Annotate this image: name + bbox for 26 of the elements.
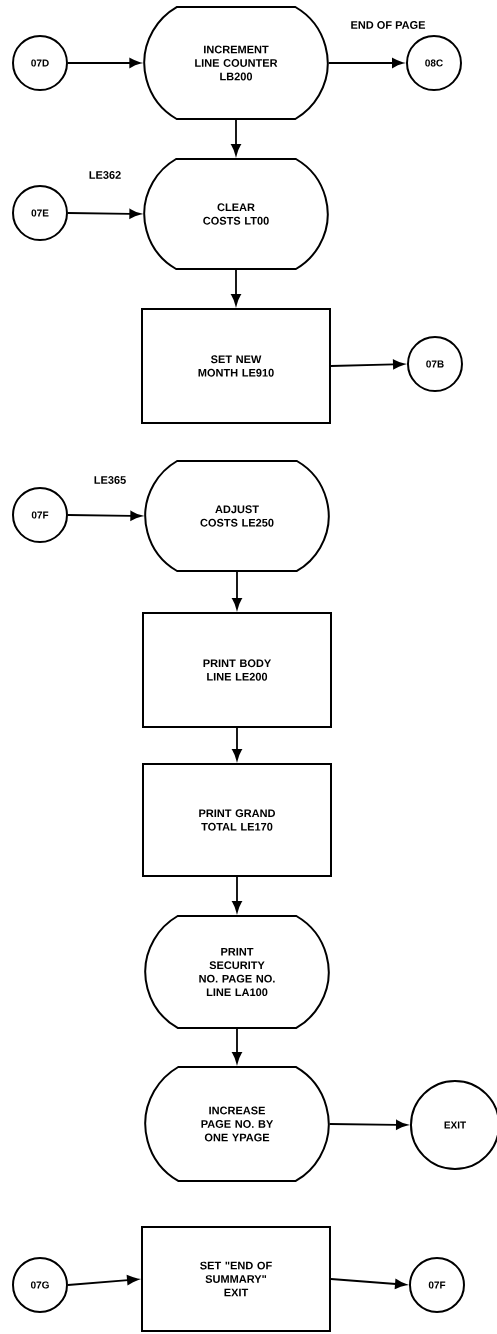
rounded-process-box: INCREMENT LINE COUNTER LB200 — [143, 6, 329, 120]
edge-label: END OF PAGE — [349, 20, 427, 30]
arrow — [232, 727, 242, 761]
step-label: LE362 — [89, 171, 121, 179]
process-box: SET NEW MONTH LE910 — [141, 308, 331, 424]
rounded-process-box: INCREASE PAGE NO. BY ONE YPAGE — [144, 1066, 330, 1182]
arrow — [67, 511, 142, 521]
arrow — [232, 876, 242, 913]
arrow — [67, 58, 141, 68]
rounded-process-box: CLEAR COSTS LT00 — [143, 158, 329, 270]
arrow — [67, 209, 141, 219]
arrow — [327, 58, 404, 68]
rounded-process-box: ADJUST COSTS LE250 — [144, 460, 330, 572]
arrow — [330, 1278, 407, 1289]
arrow — [232, 571, 242, 610]
arrow — [231, 119, 241, 156]
arrow — [231, 269, 241, 306]
rounded-process-box: PRINT SECURITY NO. PAGE NO. LINE LA100 — [144, 915, 330, 1029]
arrow — [232, 1028, 242, 1064]
process-box: SET "END OF SUMMARY" EXIT — [141, 1226, 331, 1332]
arrow — [328, 1120, 408, 1130]
process-box: PRINT BODY LINE LE200 — [142, 612, 332, 728]
process-box: PRINT GRAND TOTAL LE170 — [142, 763, 332, 877]
arrow — [330, 359, 405, 370]
arrow — [67, 1275, 139, 1286]
step-label: LE365 — [94, 476, 126, 484]
